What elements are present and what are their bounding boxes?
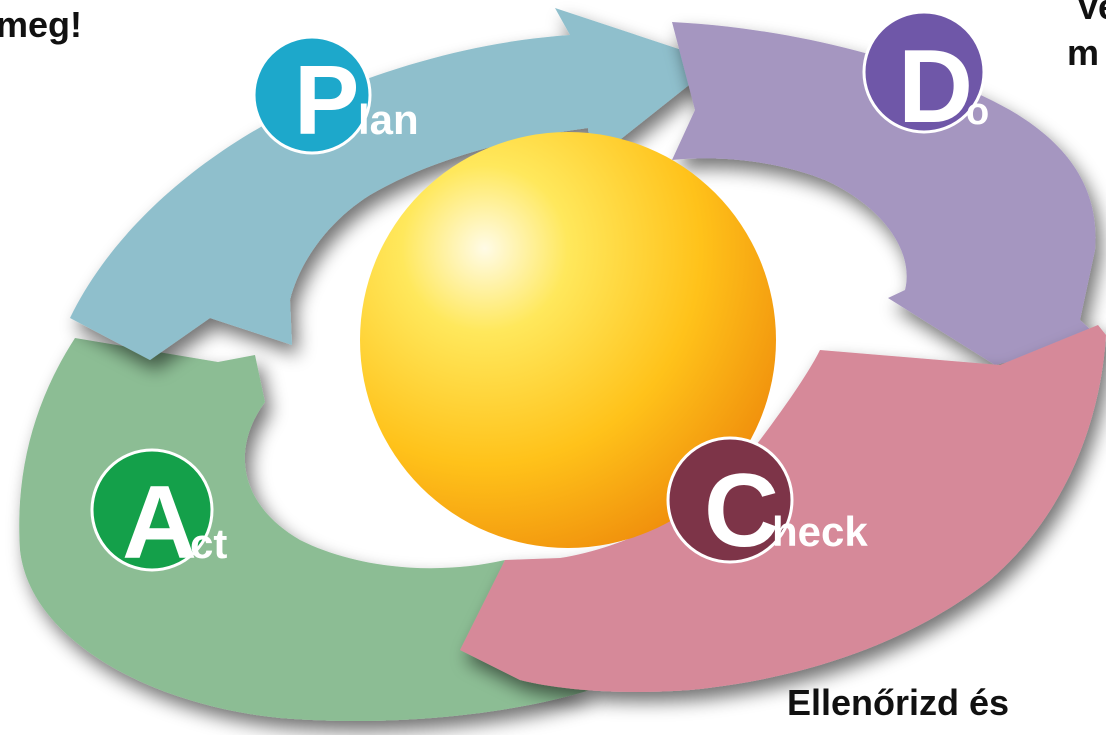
- check-letter: C: [704, 453, 779, 569]
- top-right-text-line2: m: [1067, 32, 1100, 73]
- act-arrow: [19, 338, 590, 722]
- act-letter: A: [122, 465, 197, 581]
- do-badge: D o: [862, 10, 989, 145]
- plan-suffix: lan: [358, 96, 419, 143]
- check-suffix: heck: [772, 508, 868, 555]
- do-letter: D: [898, 29, 973, 145]
- do-arrow: [672, 22, 1102, 365]
- do-suffix: o: [966, 91, 989, 133]
- top-right-text-line1: Ve: [1076, 0, 1106, 27]
- plan-letter: P: [294, 45, 359, 155]
- check-badge: C heck: [666, 436, 868, 569]
- act-suffix: ct: [190, 520, 227, 567]
- bottom-right-text: Ellenőrizd és: [787, 682, 1010, 723]
- plan-arrow: [70, 8, 718, 360]
- act-badge: A ct: [90, 448, 227, 581]
- top-left-text: meg!: [0, 4, 83, 45]
- plan-badge: P lan: [252, 35, 419, 155]
- center-sphere: [360, 132, 776, 548]
